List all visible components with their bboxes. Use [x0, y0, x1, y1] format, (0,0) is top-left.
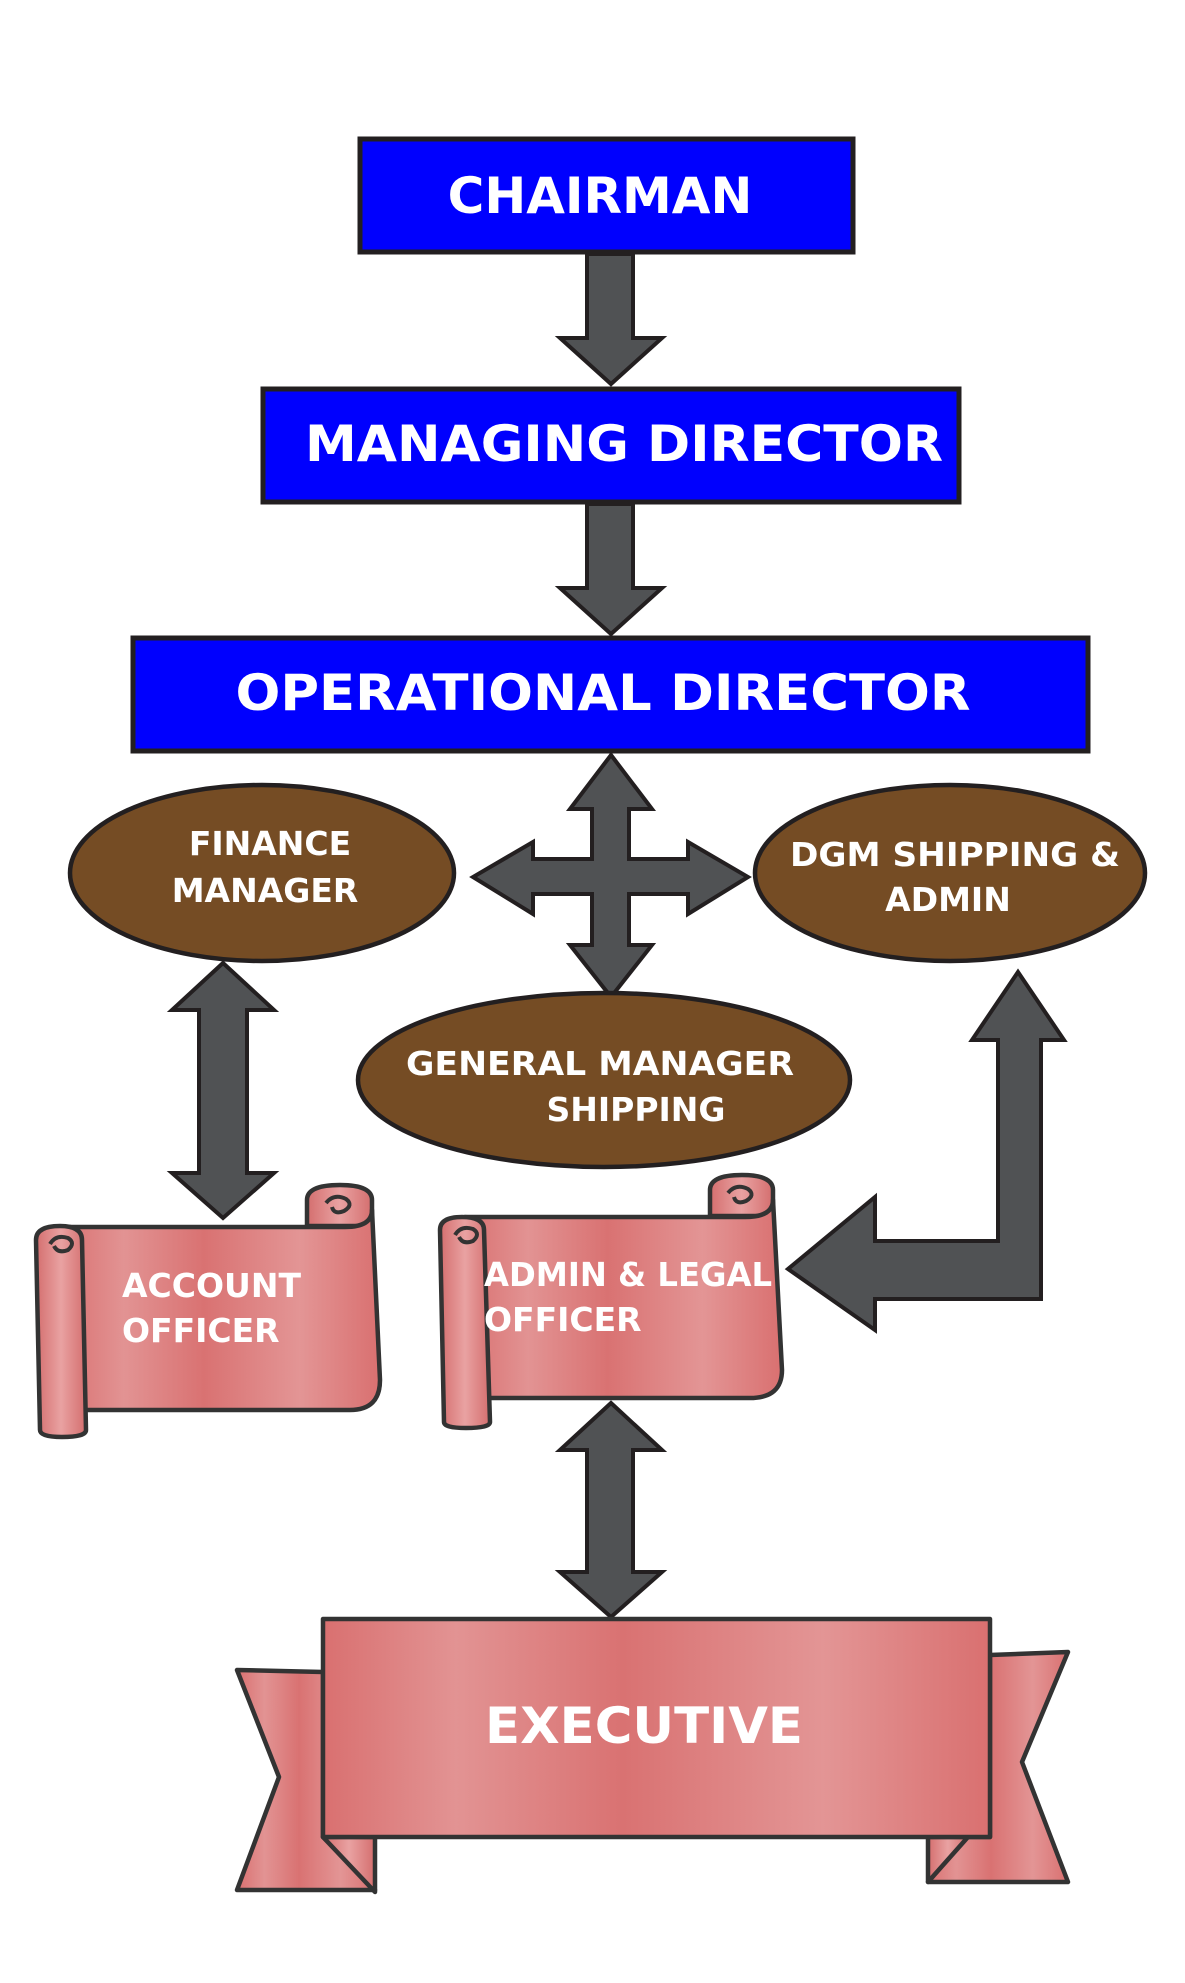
- operational-director-label: OPERATIONAL DIRECTOR: [236, 664, 971, 722]
- admin-legal-line-2: OFFICER: [484, 1300, 642, 1339]
- node-admin-legal-officer: ADMIN & LEGAL OFFICER: [437, 1172, 785, 1431]
- node-executive: EXECUTIVE: [234, 1616, 1071, 1895]
- arrow-finance-account: [166, 960, 280, 1221]
- arrow-managing-to-operational-director: [554, 502, 668, 637]
- node-general-manager-shipping: GENERAL MANAGER SHIPPING: [355, 990, 853, 1170]
- dgm-line-2: ADMIN: [885, 880, 1011, 919]
- node-dgm-shipping-admin: DGM SHIPPING & ADMIN: [752, 782, 1148, 964]
- general-manager-line-1: GENERAL MANAGER: [406, 1044, 794, 1083]
- four-way-arrow: [469, 751, 752, 1001]
- chairman-label: CHAIRMAN: [448, 167, 753, 225]
- account-officer-line-1: ACCOUNT: [122, 1266, 301, 1305]
- arrow-dgm-admin-legal: [784, 968, 1068, 1334]
- general-manager-line-2: SHIPPING: [546, 1090, 725, 1129]
- managing-director-label: MANAGING DIRECTOR: [305, 415, 943, 473]
- node-finance-manager: FINANCE MANAGER: [67, 782, 457, 964]
- arrow-admin-executive: [554, 1400, 668, 1620]
- admin-legal-line-1: ADMIN & LEGAL: [484, 1255, 772, 1294]
- node-managing-director: MANAGING DIRECTOR: [260, 386, 962, 505]
- account-officer-line-2: OFFICER: [122, 1311, 280, 1350]
- node-account-officer: ACCOUNT OFFICER: [33, 1182, 383, 1440]
- dgm-line-1: DGM SHIPPING &: [790, 835, 1120, 874]
- finance-manager-line-2: MANAGER: [172, 871, 359, 910]
- node-operational-director: OPERATIONAL DIRECTOR: [130, 635, 1091, 754]
- node-chairman: CHAIRMAN: [357, 136, 856, 255]
- finance-manager-line-1: FINANCE: [189, 824, 351, 863]
- arrow-chairman-to-managing-director: [554, 252, 668, 387]
- executive-label: EXECUTIVE: [485, 1697, 803, 1755]
